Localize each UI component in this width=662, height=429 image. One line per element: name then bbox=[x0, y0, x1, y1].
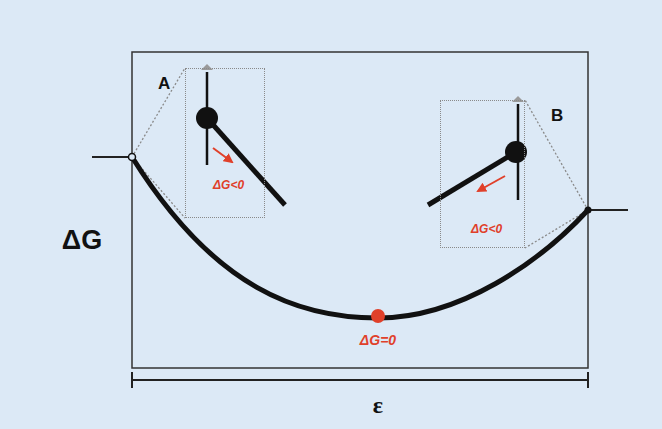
pendulum-a bbox=[196, 64, 285, 205]
pendulum-b bbox=[428, 96, 527, 205]
tick-line bbox=[588, 209, 628, 211]
inset-box: AΔG<0 bbox=[185, 68, 265, 218]
tick-line bbox=[92, 156, 132, 158]
plot-frame bbox=[132, 52, 588, 368]
inset-box: BΔG<0 bbox=[440, 100, 525, 248]
end-point bbox=[585, 207, 592, 214]
axis-label: ΔG bbox=[62, 226, 102, 256]
callout-lines bbox=[132, 68, 588, 248]
x-axis bbox=[132, 372, 588, 388]
inset-letter: A bbox=[158, 75, 170, 94]
minimum-label: ΔG=0 bbox=[360, 333, 396, 348]
minimum-dot bbox=[371, 309, 385, 323]
energy-curve bbox=[132, 157, 588, 318]
inset-label: ΔG<0 bbox=[213, 179, 244, 192]
end-point bbox=[129, 154, 136, 161]
axis-label: ε bbox=[373, 392, 383, 418]
inset-label: ΔG<0 bbox=[471, 223, 502, 236]
inset-letter: B bbox=[551, 107, 563, 126]
